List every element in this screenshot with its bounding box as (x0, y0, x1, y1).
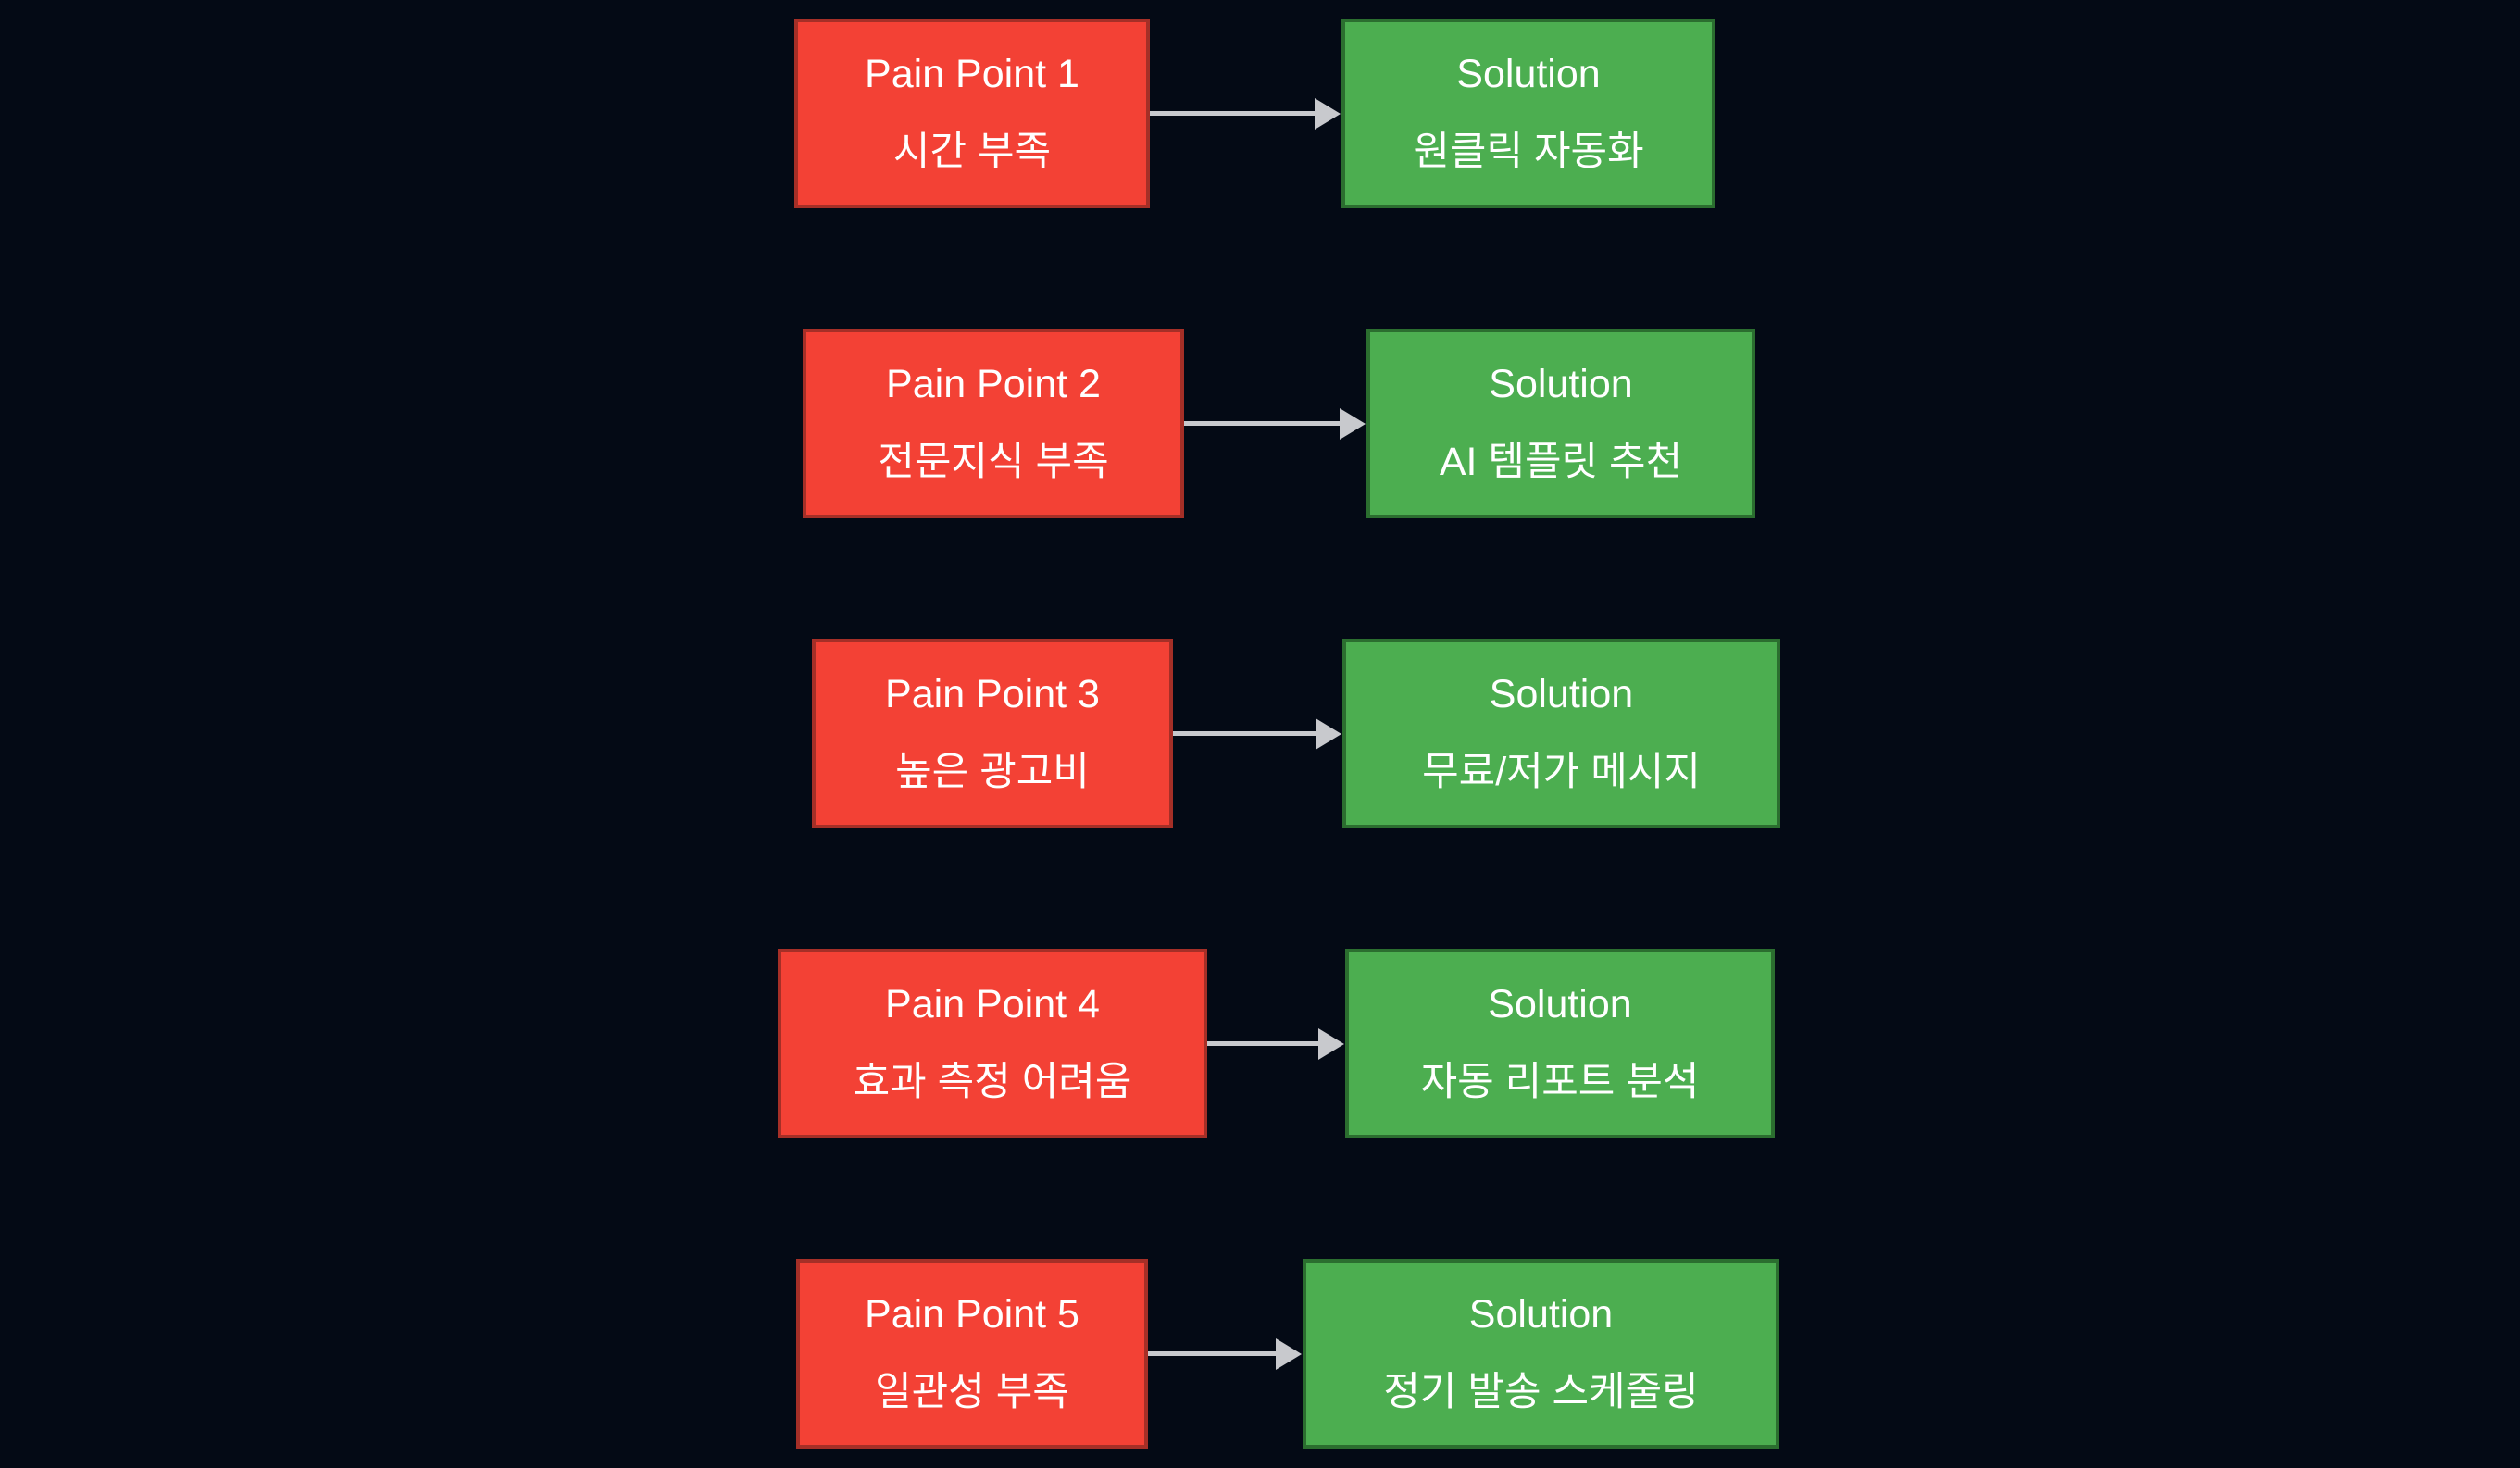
pain-point-subtitle: 효과 측정 어려움 (853, 1059, 1132, 1104)
arrowhead-icon (1316, 717, 1341, 750)
pain-point-subtitle: 일관성 부족 (875, 1369, 1069, 1414)
arrowhead-icon (1340, 407, 1366, 440)
arrowhead-icon (1276, 1337, 1302, 1370)
arrow-connector (1150, 97, 1341, 130)
pain-point-box: Pain Point 5 일관성 부족 (796, 1259, 1148, 1449)
pain-point-box: Pain Point 3 높은 광고비 (812, 639, 1173, 828)
solution-subtitle: 원클릭 자동화 (1413, 129, 1644, 174)
solution-title: Solution (1489, 672, 1634, 717)
pain-point-title: Pain Point 1 (865, 52, 1079, 97)
solution-box: Solution 자동 리포트 분석 (1345, 949, 1775, 1138)
pain-point-title: Pain Point 4 (885, 982, 1100, 1027)
solution-box: Solution 무료/저가 메시지 (1342, 639, 1780, 828)
pain-point-box: Pain Point 4 효과 측정 어려움 (778, 949, 1207, 1138)
pain-point-box: Pain Point 2 전문지식 부족 (803, 329, 1184, 518)
solution-subtitle: 자동 리포트 분석 (1420, 1059, 1700, 1104)
pain-point-title: Pain Point 2 (886, 362, 1101, 407)
solution-title: Solution (1488, 982, 1632, 1027)
arrowhead-icon (1315, 97, 1341, 130)
pain-point-subtitle: 시간 부족 (892, 129, 1052, 174)
solution-subtitle: 무료/저가 메시지 (1422, 749, 1701, 794)
pain-point-title: Pain Point 3 (885, 672, 1100, 717)
solution-subtitle: AI 템플릿 추천 (1439, 439, 1683, 484)
arrow-connector (1184, 407, 1366, 440)
arrow-connector (1148, 1337, 1302, 1370)
pain-point-subtitle: 전문지식 부족 (878, 439, 1109, 484)
arrow-connector (1207, 1027, 1344, 1060)
solution-subtitle: 정기 발송 스케줄링 (1383, 1369, 1699, 1414)
solution-title: Solution (1468, 1292, 1614, 1337)
solution-title: Solution (1489, 362, 1633, 407)
arrow-connector (1173, 717, 1341, 750)
pain-point-title: Pain Point 5 (865, 1292, 1079, 1337)
solution-box: Solution AI 템플릿 추천 (1366, 329, 1755, 518)
solution-box: Solution 정기 발송 스케줄링 (1303, 1259, 1779, 1449)
pain-point-subtitle: 높은 광고비 (895, 749, 1090, 794)
arrowhead-icon (1318, 1027, 1344, 1060)
solution-title: Solution (1456, 52, 1601, 97)
pain-point-box: Pain Point 1 시간 부족 (794, 19, 1150, 208)
solution-box: Solution 원클릭 자동화 (1341, 19, 1715, 208)
